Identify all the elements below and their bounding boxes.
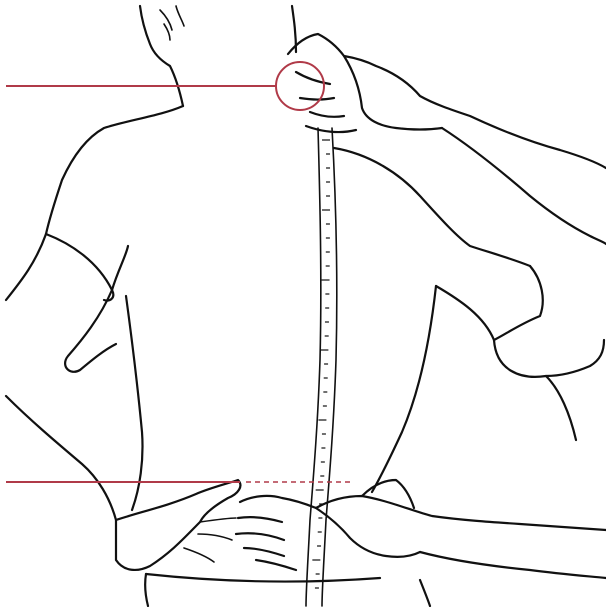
lower-hand-fingers [236,517,296,570]
lower-forearm [420,552,606,578]
left-arm-lower [6,396,116,520]
measuring-tape-icon [306,128,337,606]
neck-vertebra-circle-icon [276,62,324,110]
left-fingers [184,518,236,562]
lower-hand-cuff [362,480,414,508]
upper-hand-palm [344,56,442,130]
lower-measuring-hand [240,496,606,530]
person-figure [6,6,604,606]
head-outline [140,6,183,106]
tape-left-edge [306,128,321,606]
right-forearm [546,340,604,376]
hair-strands [160,6,184,40]
waistband [146,574,380,581]
left-torso-side [126,296,143,510]
tape-right-edge [322,128,337,606]
right-torso-side [372,286,436,492]
right-sleeve [494,266,543,340]
left-arm-inner [65,290,116,372]
upper-forearm [442,128,606,244]
right-shoulder [334,148,530,266]
trousers-right [420,580,430,606]
right-arm-lower [494,340,576,440]
lower-hand-thumb [316,508,420,557]
upper-hand-fingers [296,72,356,132]
left-sleeve [46,234,113,301]
reference-markers [6,62,350,482]
left-hand-on-hip [116,480,240,570]
left-elbow [112,246,128,290]
measuring-hands [236,34,606,578]
right-arm-inner [436,286,494,340]
left-shoulder [46,106,183,234]
trousers-left [145,574,148,606]
left-arm-outer [6,234,46,300]
